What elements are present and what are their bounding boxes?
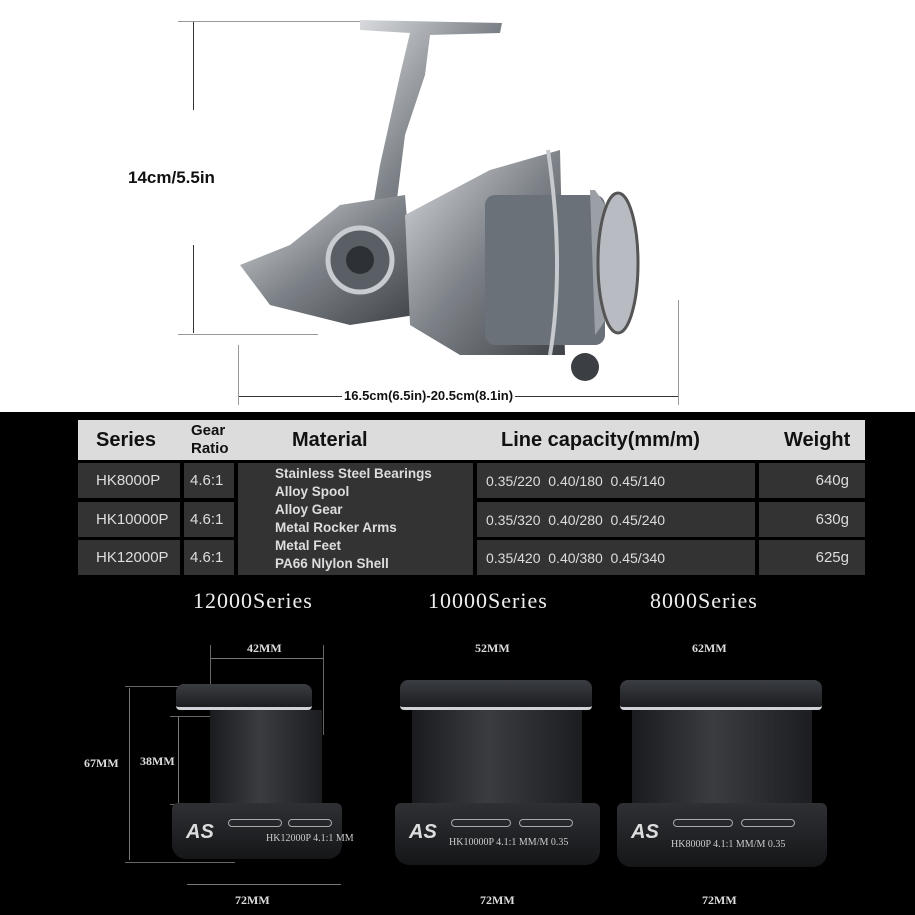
base-width-12000: 72MM (235, 893, 270, 907)
top-width-12000: 42MM (247, 641, 282, 655)
top-width-line (210, 658, 324, 659)
base-width-10000: 72MM (480, 893, 515, 907)
spool-title-10000: 10000Series (428, 588, 548, 613)
cell-line-capacity: 0.35/320 0.40/280 0.45/240 (477, 502, 755, 537)
barrel-height-line (178, 717, 179, 803)
cell-weight: 640g (759, 463, 865, 498)
guide (323, 645, 324, 735)
cell-gear-ratio: 4.6:1 (184, 502, 234, 537)
left-guide (238, 345, 239, 405)
brand-logo: AS (186, 821, 214, 843)
cell-series: HK10000P (78, 502, 180, 537)
fishing-reel-image (240, 20, 640, 381)
cell-line-capacity: 0.35/420 0.40/380 0.45/340 (477, 540, 755, 575)
bottom-guide (178, 334, 318, 335)
height-dimension-line (193, 22, 194, 110)
total-height-line (129, 688, 130, 860)
length-label: 16.5cm(6.5in)-20.5cm(8.1in) (342, 388, 516, 403)
material-item: Alloy Spool (275, 484, 350, 499)
base-width-line (187, 884, 341, 885)
barrel-height-12000: 38MM (140, 754, 175, 768)
material-item: Alloy Gear (275, 502, 343, 517)
guide (170, 716, 230, 717)
cell-gear-ratio: 4.6:1 (184, 540, 234, 575)
cell-series: HK8000P (78, 463, 180, 498)
base-width-8000: 72MM (702, 893, 737, 907)
cell-series: HK12000P (78, 540, 180, 575)
material-item: Metal Rocker Arms (275, 520, 397, 535)
top-width-10000: 52MM (475, 641, 510, 655)
header-weight: Weight (784, 429, 851, 451)
height-label: 14cm/5.5in (128, 168, 215, 187)
header-gear: Gear (191, 422, 226, 439)
spool-engraving: HK12000P 4.1:1 MM (266, 833, 354, 844)
header-line-capacity: Line capacity(mm/m) (501, 429, 700, 451)
material-item: PA66 Nlylon Shell (275, 556, 389, 571)
material-cell: Stainless Steel Bearings Alloy Spool All… (238, 463, 473, 575)
height-dimension-line (193, 245, 194, 333)
table-header: Series Gear Ratio Material Line capacity… (78, 420, 865, 460)
guide (125, 862, 235, 863)
right-guide (678, 300, 679, 405)
spool-engraving: HK10000P 4.1:1 MM/M 0.35 (449, 837, 569, 848)
spool-title-8000: 8000Series (650, 588, 758, 613)
material-item: Metal Feet (275, 538, 342, 553)
top-width-8000: 62MM (692, 641, 727, 655)
material-item: Stainless Steel Bearings (275, 466, 432, 481)
cell-line-capacity: 0.35/220 0.40/180 0.45/140 (477, 463, 755, 498)
header-ratio: Ratio (191, 440, 229, 457)
header-series: Series (96, 429, 157, 451)
header-material: Material (292, 429, 368, 451)
cell-weight: 625g (759, 540, 865, 575)
cell-weight: 630g (759, 502, 865, 537)
spool-engraving: HK8000P 4.1:1 MM/M 0.35 (671, 839, 786, 850)
product-photo-area: 14cm/5.5in 16.5cm(6.5in)-20.5cm(8.1in) (0, 0, 915, 412)
spool-title-12000: 12000Series (193, 588, 313, 613)
brand-logo: AS (631, 821, 659, 843)
cell-gear-ratio: 4.6:1 (184, 463, 234, 498)
top-guide (178, 21, 378, 22)
brand-logo: AS (409, 821, 437, 843)
total-height-12000: 67MM (84, 756, 119, 770)
